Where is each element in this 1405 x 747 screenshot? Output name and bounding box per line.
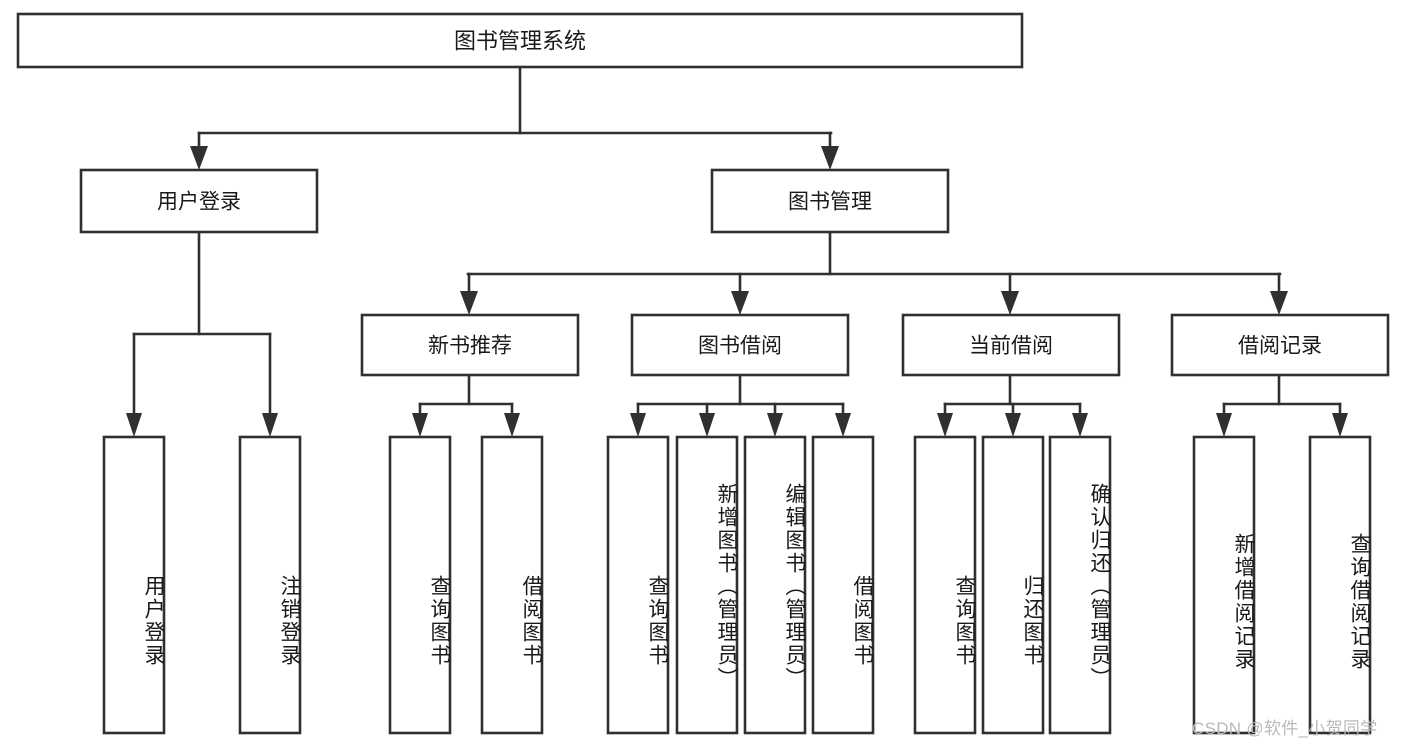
- arrowhead-leaf-currentborrow-2: [1072, 413, 1088, 437]
- node-current-borrow-box[interactable]: [901, 313, 1121, 377]
- node-book-borrow-label: 图书借阅: [698, 335, 782, 358]
- leaf-boxes-current-borrow: [913, 435, 1112, 735]
- node-book-management-box[interactable]: [710, 168, 950, 234]
- node-borrow-record[interactable]: 借阅记录: [1170, 313, 1390, 377]
- leaf-box-borrowrecord-1[interactable]: [1308, 435, 1372, 735]
- node-book-borrow-box[interactable]: [630, 313, 850, 377]
- leaf-boxes-user-login: [102, 435, 302, 735]
- node-book-borrow[interactable]: 图书借阅: [630, 313, 850, 377]
- leaf-box-user-login-0[interactable]: [102, 435, 166, 735]
- arrowhead-leaf-bookborrow-0: [630, 413, 646, 437]
- arrowhead-to-current-borrow: [1001, 291, 1019, 315]
- arrowhead-to-book-borrow: [731, 291, 749, 315]
- leaf-boxes-new-book-recommend: [388, 435, 544, 735]
- csdn-watermark: CSDN @软件_小贺同学: [1192, 719, 1378, 738]
- arrowhead-leaf-currentborrow-0: [937, 413, 953, 437]
- arrowhead-leaf-borrowrecord-1: [1332, 413, 1348, 437]
- node-borrow-record-label: 借阅记录: [1238, 335, 1322, 358]
- arrowhead-leaf-user-login-0: [126, 413, 142, 437]
- edges-root-to-level2: [190, 65, 839, 170]
- node-new-book-recommend-box[interactable]: [360, 313, 580, 377]
- arrowhead-leaf-user-login-1: [262, 413, 278, 437]
- arrowhead-to-user-login: [190, 146, 208, 170]
- node-root-book-management-system[interactable]: 图书管理系统: [16, 12, 1024, 69]
- leaf-box-bookborrow-0[interactable]: [606, 435, 670, 735]
- leaf-boxes-borrow-record: [1192, 435, 1372, 735]
- arrowhead-leaf-newbook-0: [412, 413, 428, 437]
- leaf-box-bookborrow-1[interactable]: [675, 435, 739, 735]
- leaf-box-borrowrecord-0[interactable]: [1192, 435, 1256, 735]
- arrowhead-leaf-bookborrow-2: [767, 413, 783, 437]
- node-root-box[interactable]: [16, 12, 1024, 69]
- node-root-label: 图书管理系统: [454, 29, 586, 54]
- edges-user-login-to-leaves: [126, 230, 278, 437]
- node-current-borrow-label: 当前借阅: [969, 335, 1053, 358]
- leaf-box-newbook-1[interactable]: [480, 435, 544, 735]
- leaf-box-currentborrow-2[interactable]: [1048, 435, 1112, 735]
- edges-borrow-record-to-leaves: [1216, 373, 1348, 437]
- arrowhead-to-borrow-record: [1270, 291, 1288, 315]
- arrowhead-to-book-manage: [821, 146, 839, 170]
- arrowhead-leaf-newbook-1: [504, 413, 520, 437]
- leaf-box-currentborrow-1[interactable]: [981, 435, 1045, 735]
- arrowhead-leaf-bookborrow-3: [835, 413, 851, 437]
- node-new-book-recommend[interactable]: 新书推荐: [360, 313, 580, 377]
- node-user-login[interactable]: 用户登录: [79, 168, 319, 234]
- edges-book-borrow-to-leaves: [630, 373, 851, 437]
- edges-book-manage-to-level3: [460, 230, 1288, 315]
- node-user-login-box[interactable]: [79, 168, 319, 234]
- node-user-login-label: 用户登录: [157, 191, 241, 214]
- node-borrow-record-box[interactable]: [1170, 313, 1390, 377]
- leaf-box-bookborrow-2[interactable]: [743, 435, 807, 735]
- arrowhead-leaf-currentborrow-1: [1005, 413, 1021, 437]
- node-book-management-label: 图书管理: [788, 191, 872, 214]
- leaf-box-newbook-0[interactable]: [388, 435, 452, 735]
- leaf-box-bookborrow-3[interactable]: [811, 435, 875, 735]
- node-book-management[interactable]: 图书管理: [710, 168, 950, 234]
- arrowhead-to-new-book: [460, 291, 478, 315]
- arrowhead-leaf-borrowrecord-0: [1216, 413, 1232, 437]
- edges-new-book-to-leaves: [412, 373, 520, 437]
- edges-current-borrow-to-leaves: [937, 373, 1088, 437]
- leaf-boxes-book-borrow: [606, 435, 875, 735]
- leaf-box-currentborrow-0[interactable]: [913, 435, 977, 735]
- node-current-borrow[interactable]: 当前借阅: [901, 313, 1121, 377]
- arrowhead-leaf-bookborrow-1: [699, 413, 715, 437]
- node-new-book-recommend-label: 新书推荐: [428, 335, 512, 358]
- leaf-box-user-login-1[interactable]: [238, 435, 302, 735]
